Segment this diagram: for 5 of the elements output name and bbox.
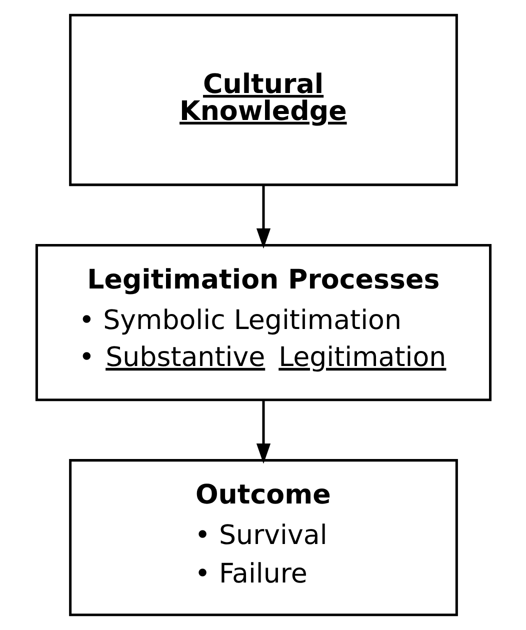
node-box: Cultural Knowledge [68, 14, 458, 186]
arrow [256, 400, 270, 464]
arrow [256, 185, 270, 249]
node-box: Outcome • Survival • Failure [68, 459, 458, 616]
node-box: Legitimation Processes • Symbolic Legitimation • Substantive Legitimation [34, 244, 492, 402]
